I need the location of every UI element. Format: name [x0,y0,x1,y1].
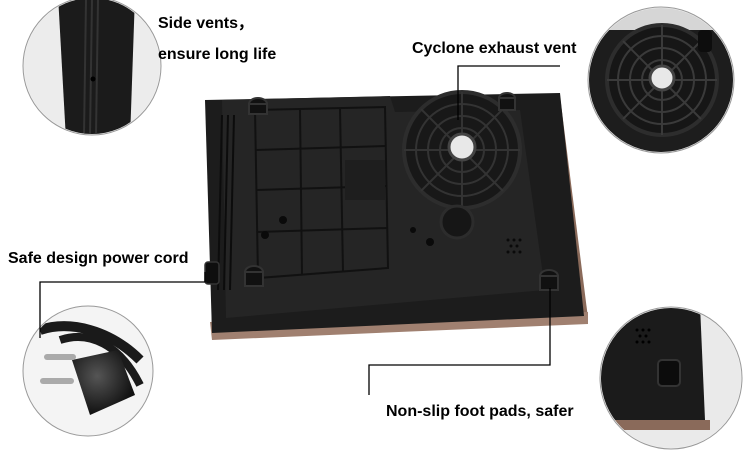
fan-grille [402,90,522,210]
side-vents-label-line1: Side vents， [158,15,255,32]
foot-pads [244,92,559,291]
power-cord-label: Safe design power cord [8,250,189,267]
exhaust-vent-label: Cyclone exhaust vent [412,40,577,57]
exhaust-vent-inset [587,6,735,154]
ribbed-panel [253,105,390,280]
foot-pad-inset [599,306,743,450]
cooktop-underside [204,90,588,340]
power-plug-inset [22,305,154,437]
side-vents-inset [22,0,162,136]
side-vents-label-line2: ensure long life [158,46,277,63]
foot-pads-label: Non-slip foot pads, safer [386,403,574,420]
leader-lines [39,65,560,395]
